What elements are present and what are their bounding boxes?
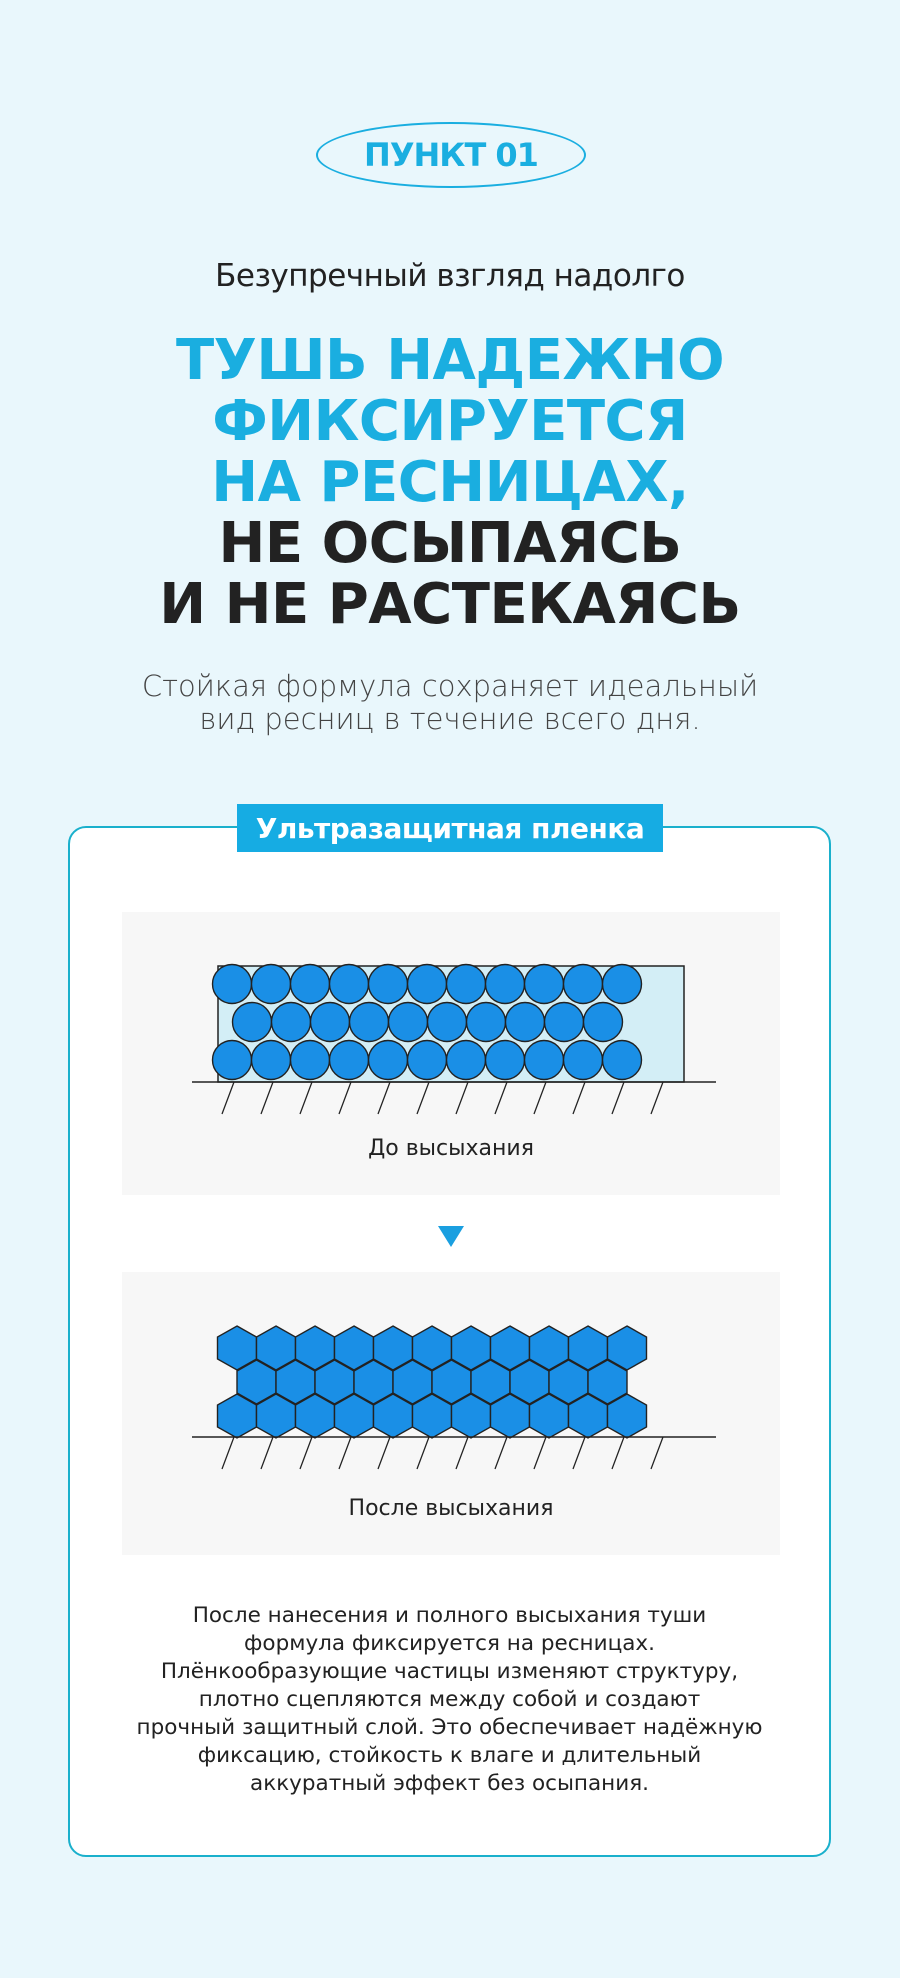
round-particle	[406, 1039, 448, 1081]
round-particle	[211, 1039, 253, 1081]
headline: ТУШЬ НАДЕЖНО ФИКСИРУЕТСЯ НА РЕСНИЦАХ, НЕ…	[0, 330, 900, 635]
before-drying-panel: До высыхания	[122, 912, 780, 1195]
lash-line	[299, 1081, 313, 1115]
after-drying-panel: После высыхания	[122, 1272, 780, 1555]
round-particle	[367, 1039, 409, 1081]
lash-line	[494, 1081, 508, 1115]
round-particle	[328, 963, 370, 1005]
lash-line	[260, 1436, 274, 1470]
card-text-line: формула фиксируется на ресницах.	[244, 1631, 655, 1656]
hexagon-particle	[606, 1325, 648, 1371]
hexagon-particle	[587, 1359, 628, 1405]
round-particle	[270, 1001, 312, 1043]
round-particles-diagram	[192, 963, 716, 1115]
point-badge: ПУНКТ 01	[316, 122, 586, 188]
round-particle	[445, 1039, 487, 1081]
lash-line	[572, 1436, 586, 1470]
lash-line	[377, 1436, 391, 1470]
round-particle	[504, 1001, 546, 1043]
headline-line: И НЕ РАСТЕКАЯСЬ	[159, 572, 741, 637]
lash-line	[572, 1081, 586, 1115]
card-text-line: После нанесения и полного высыхания туши	[192, 1603, 707, 1628]
round-particle	[250, 963, 292, 1005]
round-particle	[484, 963, 526, 1005]
lash-line	[650, 1436, 664, 1470]
round-particle	[465, 1001, 507, 1043]
lash-line	[221, 1436, 235, 1470]
description-line: вид ресниц в течение всего дня.	[199, 702, 701, 736]
hexagon-particle	[606, 1393, 648, 1439]
headline-line: ТУШЬ НАДЕЖНО	[175, 328, 725, 393]
lash-line	[338, 1436, 352, 1470]
lash-line	[416, 1436, 430, 1470]
round-particle	[250, 1039, 292, 1081]
lash-line	[650, 1081, 664, 1115]
lash-line	[338, 1081, 352, 1115]
card-text-line: фиксацию, стойкость к влаге и длительный	[197, 1743, 702, 1768]
headline-line: НЕ ОСЫПАЯСЬ	[218, 511, 682, 576]
before-drying-label: До высыхания	[368, 1136, 534, 1161]
round-particle	[309, 1001, 351, 1043]
round-particle	[543, 1001, 585, 1043]
round-particle	[445, 963, 487, 1005]
card-text-line: Плёнкообразующие частицы изменяют структ…	[160, 1659, 739, 1684]
round-particle	[562, 1039, 604, 1081]
lash-line	[299, 1436, 313, 1470]
round-particle	[406, 963, 448, 1005]
arrow-down-icon	[438, 1226, 464, 1247]
round-particle	[289, 963, 331, 1005]
description: Стойкая формула сохраняет идеальный вид …	[0, 670, 900, 736]
round-particle	[367, 963, 409, 1005]
lash-line	[377, 1081, 391, 1115]
round-particle	[426, 1001, 468, 1043]
lash-line	[611, 1081, 625, 1115]
round-particle	[601, 963, 643, 1005]
lash-line	[416, 1081, 430, 1115]
round-particle	[562, 963, 604, 1005]
card-text: После нанесения и полного высыхания туши…	[68, 1602, 831, 1798]
subtitle: Безупречный взгляд надолго	[215, 258, 685, 294]
headline-line: ФИКСИРУЕТСЯ	[212, 389, 688, 454]
round-particle	[387, 1001, 429, 1043]
round-particle	[484, 1039, 526, 1081]
round-particle	[289, 1039, 331, 1081]
round-particle	[211, 963, 253, 1005]
round-particle	[523, 963, 565, 1005]
lash-line	[494, 1436, 508, 1470]
card-text-line: прочный защитный слой. Это обеспечивает …	[136, 1715, 763, 1740]
lash-line	[455, 1081, 469, 1115]
card-tag: Ультразащитная пленка	[237, 804, 663, 852]
round-particle	[231, 1001, 273, 1043]
round-particle	[601, 1039, 643, 1081]
lash-line	[455, 1436, 469, 1470]
card-text-line: плотно сцепляются между собой и создают	[198, 1687, 701, 1712]
lash-line	[260, 1081, 274, 1115]
after-drying-label: После высыхания	[348, 1496, 554, 1521]
headline-line: НА РЕСНИЦАХ,	[211, 450, 689, 515]
hexagon-particles-diagram	[192, 1325, 716, 1470]
round-particle	[328, 1039, 370, 1081]
round-particle	[582, 1001, 624, 1043]
lash-line	[533, 1436, 547, 1470]
description-line: Стойкая формула сохраняет идеальный	[141, 669, 759, 703]
round-particle	[348, 1001, 390, 1043]
round-particle	[523, 1039, 565, 1081]
lash-line	[533, 1081, 547, 1115]
card-text-line: аккуратный эффект без осыпания.	[250, 1771, 649, 1796]
lash-line	[611, 1436, 625, 1470]
lash-line	[221, 1081, 235, 1115]
